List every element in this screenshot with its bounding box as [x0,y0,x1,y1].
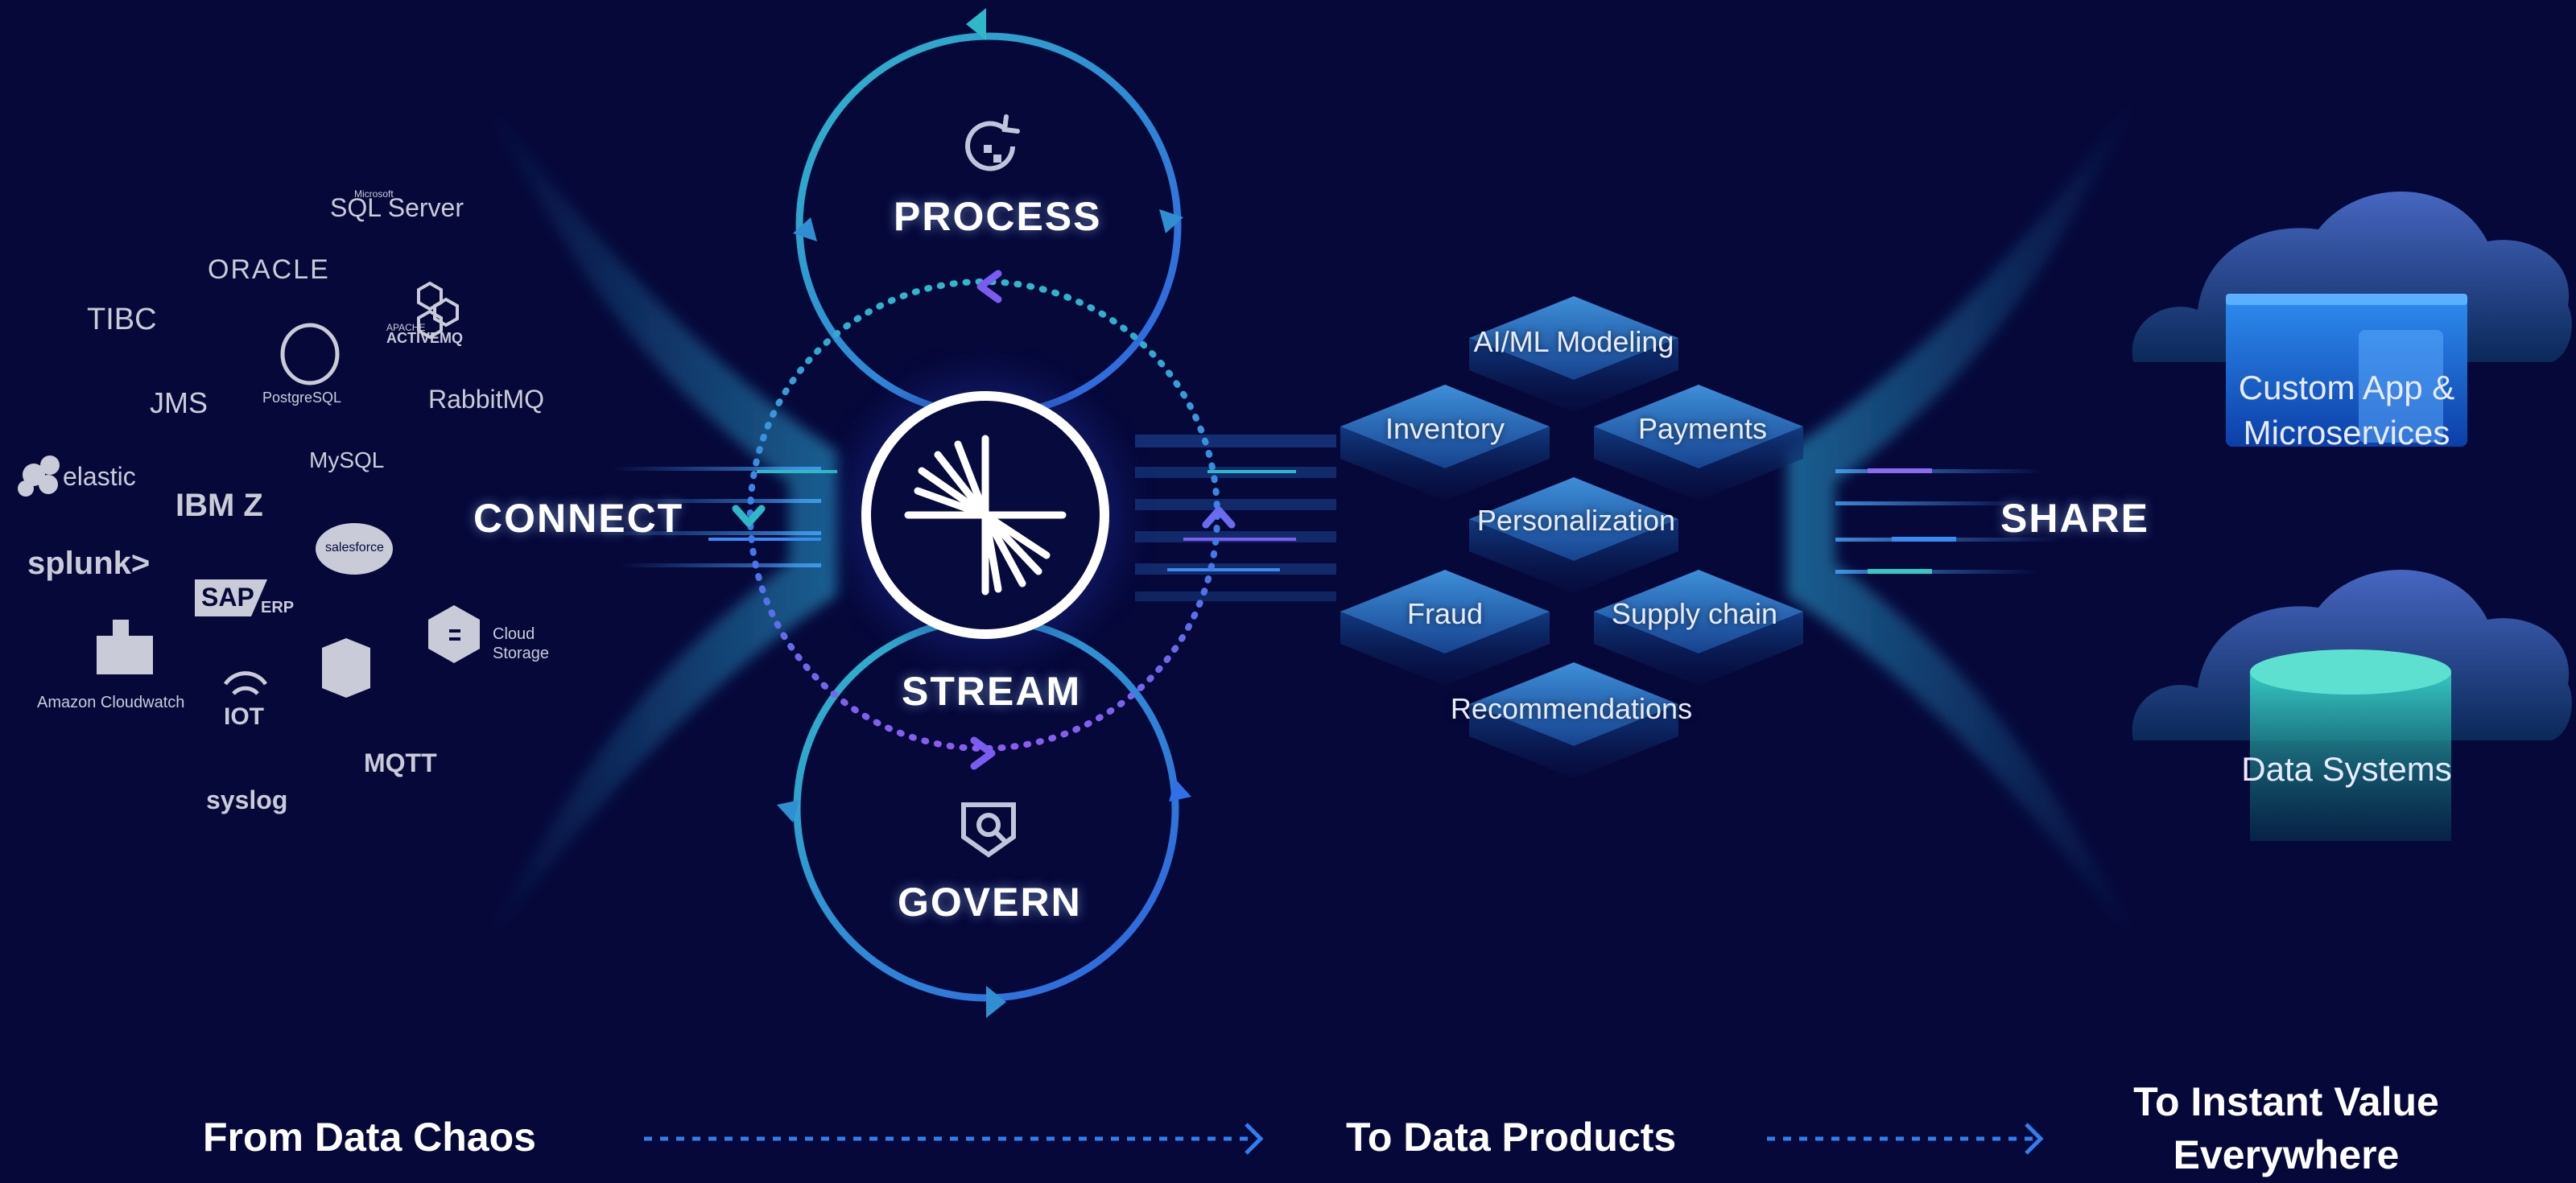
source-logo-shapes [18,281,480,698]
process-label: PROCESS [894,194,1102,239]
rabbitmq-logo: RabbitMQ [428,385,545,414]
footer-arrow-2 [1767,1123,2044,1155]
mqtt-logo: MQTT [364,748,437,777]
footer-to-instant-value-line1: To Instant Value [2133,1079,2439,1124]
sql-server-logo: SQL Server [330,193,464,222]
data-product-payments: Payments [1637,412,1768,445]
footer-from-data-chaos: From Data Chaos [203,1115,536,1160]
data-systems-label: Data Systems [2241,750,2452,788]
custom-app-label-line2: Microservices [2243,414,2450,451]
stream-label: STREAM [902,669,1082,714]
data-product-inventory: Inventory [1385,412,1505,445]
footer-to-instant-value-line2: Everywhere [2173,1132,2400,1177]
activemq-logo-caption: APACHE [386,322,426,333]
connect-fan [483,97,837,950]
share-label: SHARE [2000,496,2150,541]
share-fan [1787,89,2141,950]
govern-label: GOVERN [898,880,1082,925]
tibco-logo: TIBC [87,303,157,336]
splunk-logo: splunk> [27,546,151,581]
sql-server-logo-caption: Microsoft [354,188,394,200]
database-icon [2132,569,2572,841]
cloud-icon [2132,191,2572,447]
elastic-logo: elastic [63,462,136,491]
erp-logo: ERP [261,599,295,616]
oracle-logo: ORACLE [208,254,330,285]
amazon-cloudwatch-logo: Amazon Cloudwatch [37,694,185,711]
core-logo [844,374,1126,656]
footer-arrow-1 [644,1123,1264,1155]
custom-app-label-line1: Custom App & [2238,369,2455,406]
data-product-personalization: Personalization [1476,504,1676,537]
stream-ring [732,270,1236,770]
data-product-fraud: Fraud [1406,597,1484,630]
data-product-ai-ml: AI/ML Modeling [1473,325,1674,358]
sap-logo: SAP [201,583,254,612]
arrow-right-icon [1245,1123,1264,1155]
arrow-right-icon [2025,1123,2044,1155]
cloud-storage-logo: Cloud Storage [493,625,550,662]
syslog-logo: syslog [206,785,288,814]
footer-to-data-products: To Data Products [1346,1115,1677,1160]
refresh-icon [965,114,1020,171]
stream-burst-icon [904,435,1067,596]
shield-search-icon [961,802,1016,858]
data-product-recommendations: Recommendations [1450,692,1693,725]
data-product-supply-chain: Supply chain [1611,597,1778,630]
jms-logo: JMS [150,386,208,419]
activemq-logo: ACTIVEMQ [386,330,464,346]
salesforce-logo: salesforce [325,541,384,554]
postgresql-logo: PostgreSQL [262,390,342,406]
connect-label: CONNECT [473,496,684,541]
mysql-logo: MySQL [309,447,385,472]
data-product-tiles [1340,296,1803,778]
core-to-products-streaks [708,435,1336,601]
iot-logo: IOT [224,703,264,730]
ibm-z-logo: IBM Z [175,488,263,523]
